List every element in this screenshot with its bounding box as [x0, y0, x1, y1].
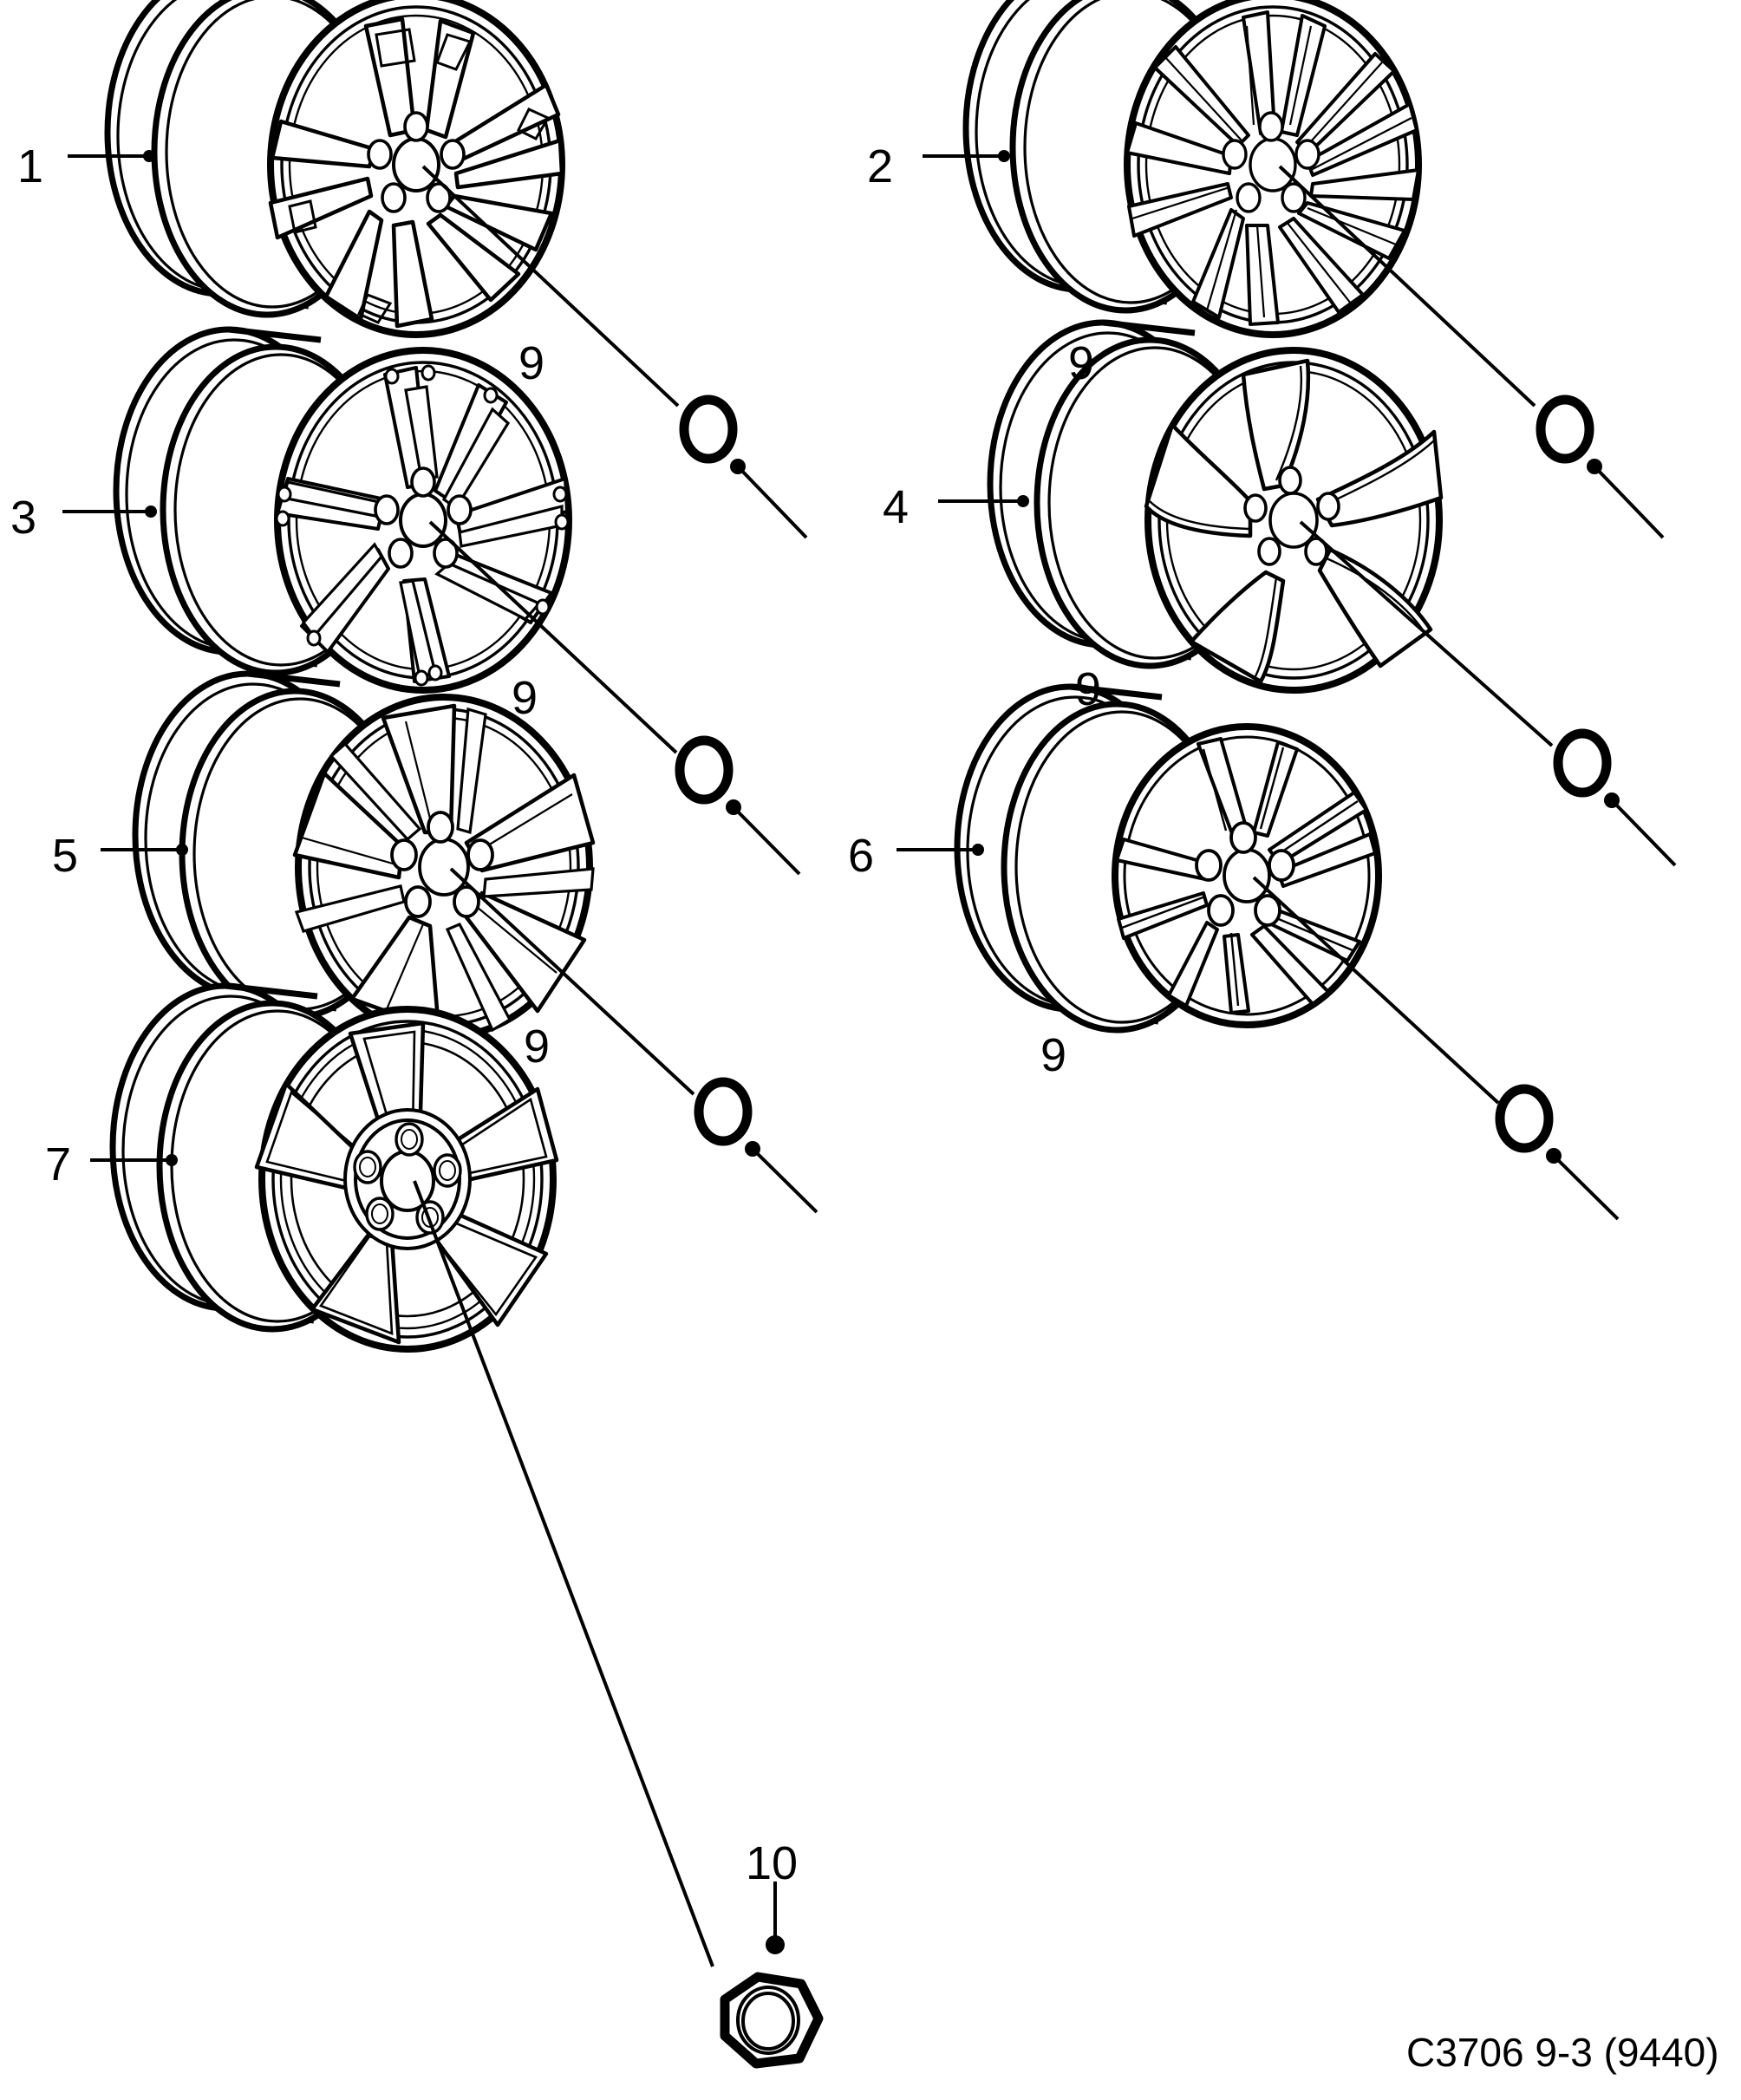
- sheet-caption: C3706 9-3 (9440): [1406, 2030, 1719, 2075]
- center-cap-3-group: [679, 740, 801, 876]
- callout-label-9-c: 9: [512, 672, 538, 724]
- callout-label-3: 3: [10, 492, 37, 544]
- center-cap-6-group: [1499, 1089, 1620, 1221]
- center-cap-1-group: [683, 400, 808, 539]
- callout-label-1: 1: [17, 140, 44, 192]
- wheel-2-group: [923, 0, 1536, 408]
- callout-label-2: 2: [867, 140, 894, 192]
- callout-label-10: 10: [746, 1837, 799, 1889]
- center-cap-5-group: [698, 1082, 818, 1214]
- center-cap-4-group: [1557, 734, 1677, 867]
- callout-label-9-a: 9: [518, 337, 545, 389]
- wheel-3-group: [62, 329, 678, 754]
- hub-nut-cover-group: [725, 1882, 818, 2064]
- callout-label-9-f: 9: [1040, 1029, 1067, 1081]
- callout-label-9-e: 9: [524, 1021, 551, 1073]
- callout-label-5: 5: [52, 830, 79, 882]
- wheel-7-group: [90, 986, 714, 1967]
- callout-label-4: 4: [883, 481, 910, 533]
- callout-label-7: 7: [45, 1138, 72, 1190]
- callout-label-9-d: 9: [1075, 663, 1102, 715]
- wheel-6-group: [897, 687, 1500, 1105]
- wheel-5-group: [101, 674, 695, 1096]
- center-cap-2-group: [1540, 400, 1665, 539]
- wheel-1-group: [68, 0, 680, 408]
- wheel-4-group: [938, 323, 1554, 747]
- callout-label-9-b: 9: [1068, 337, 1095, 389]
- callout-label-6: 6: [848, 830, 875, 882]
